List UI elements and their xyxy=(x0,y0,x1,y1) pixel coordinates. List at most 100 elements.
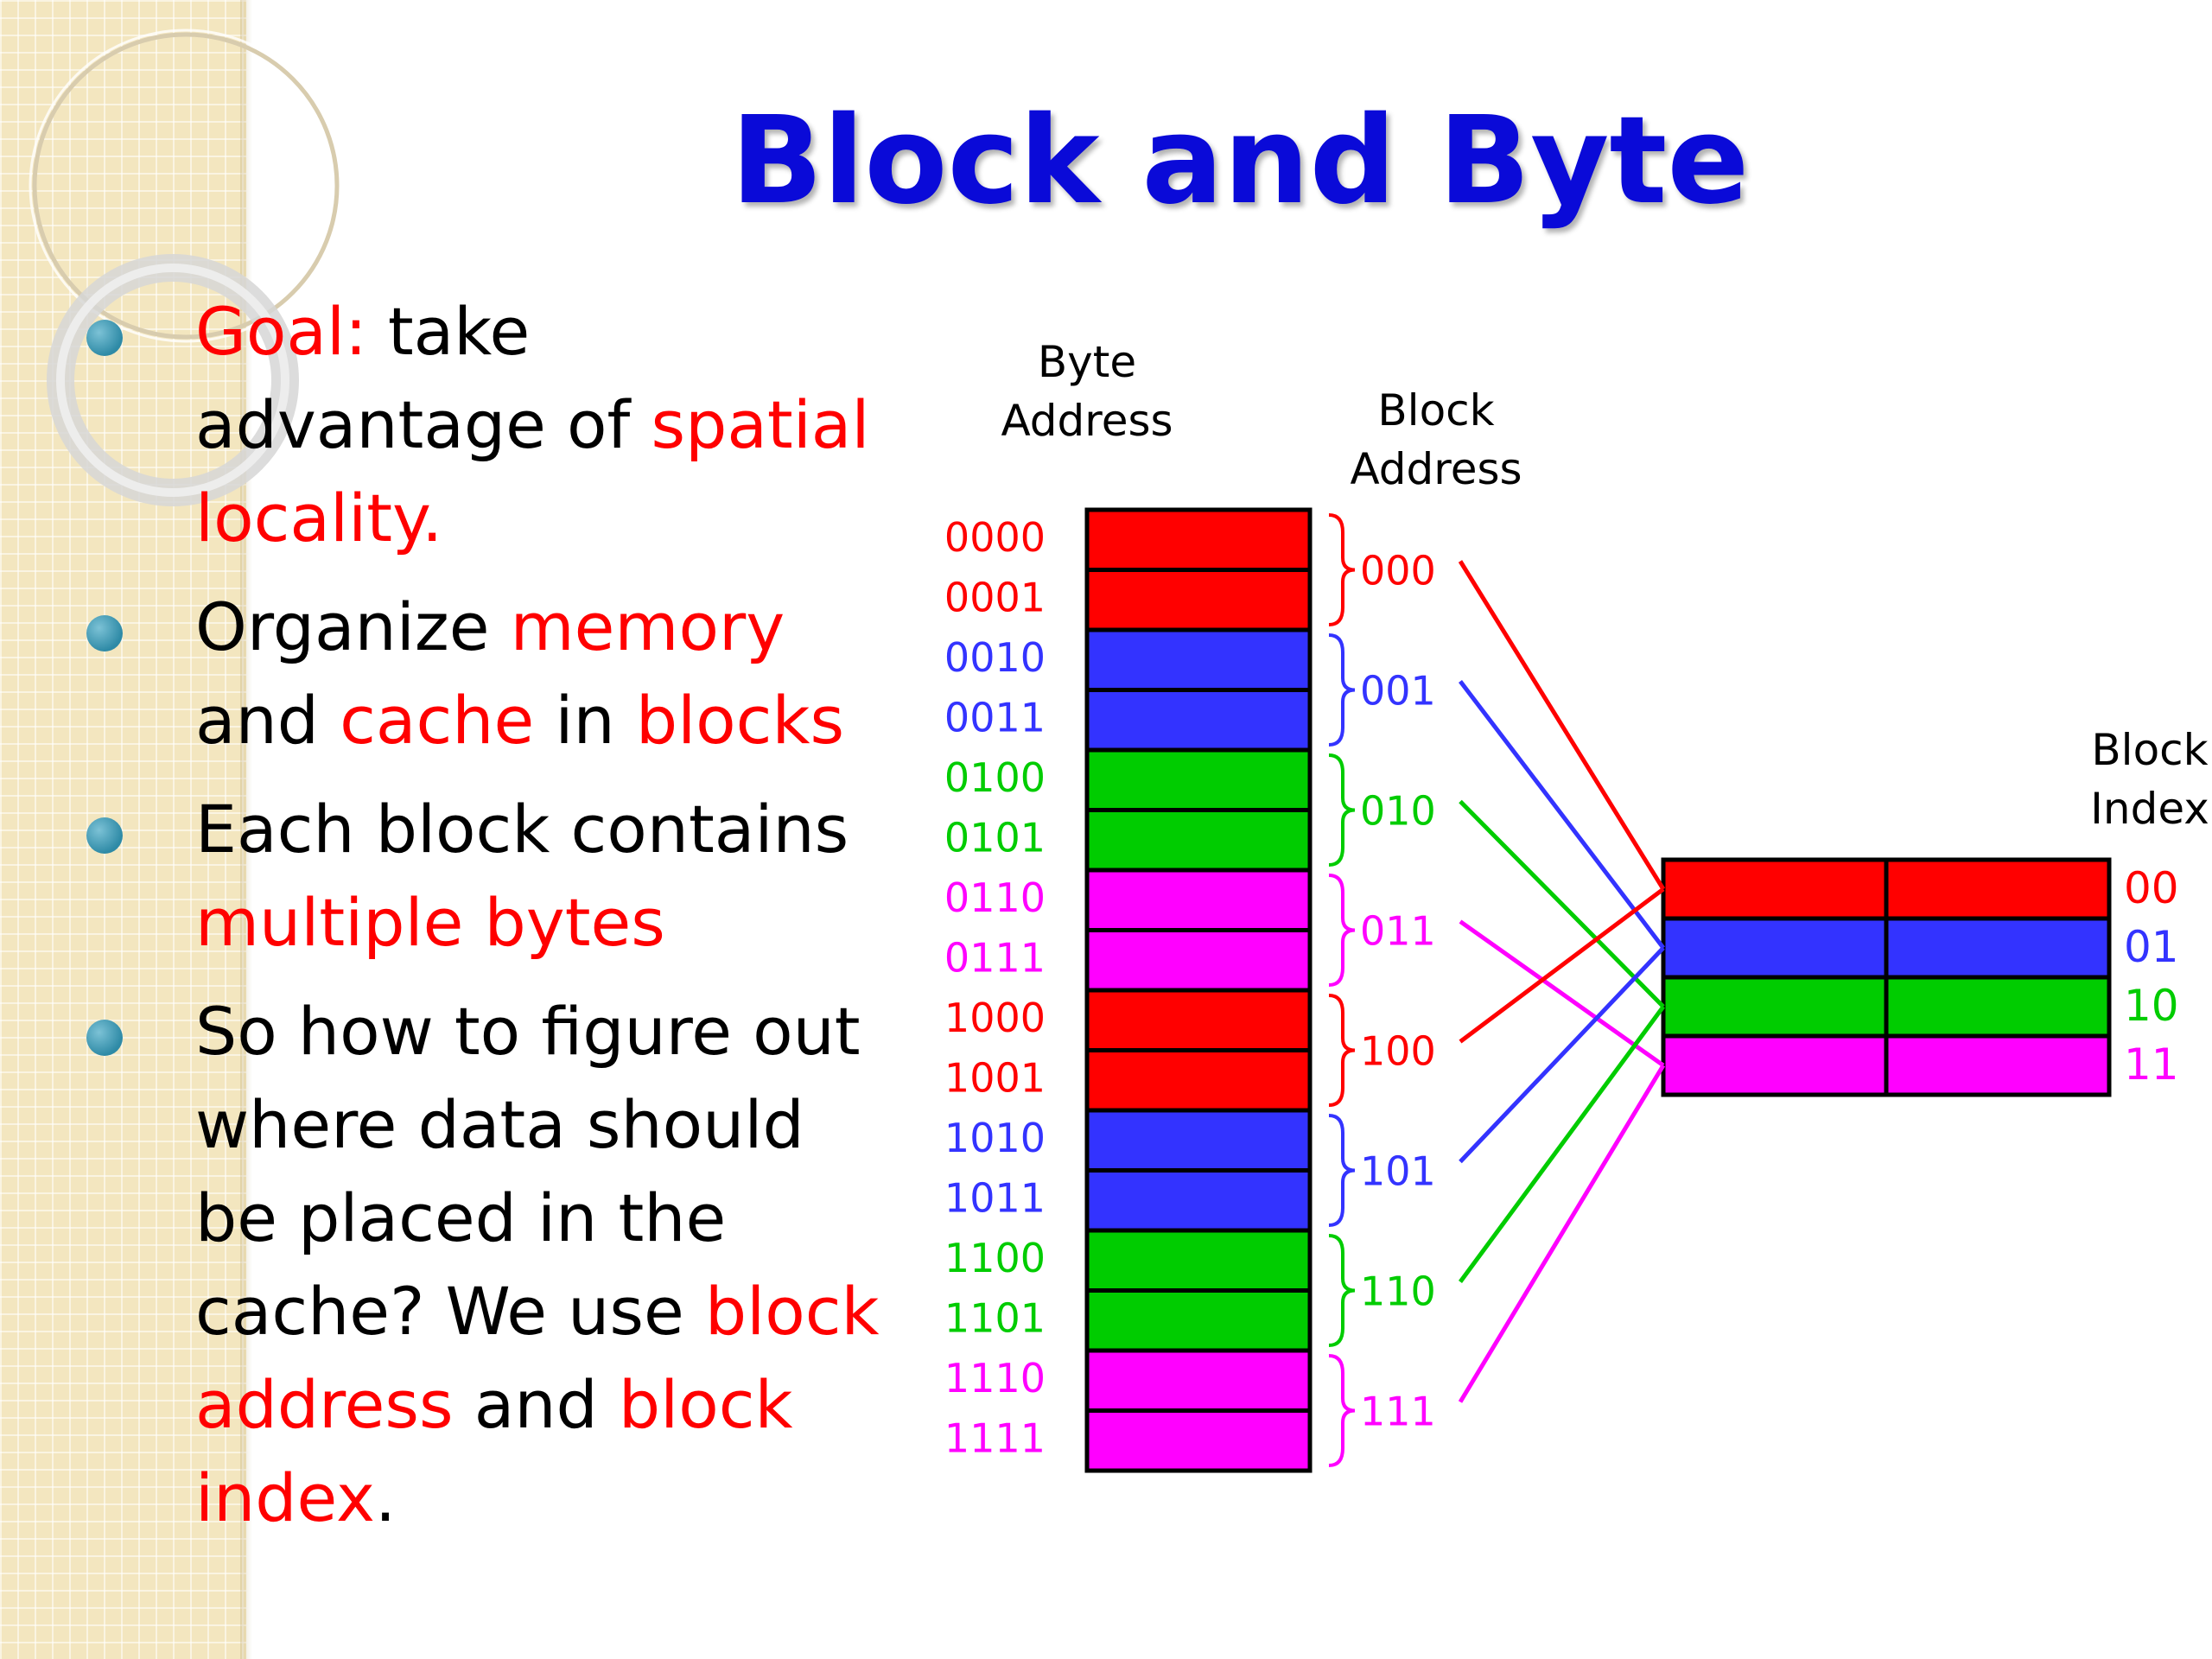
brace xyxy=(1328,1234,1356,1347)
block-address-value: 010 xyxy=(1360,788,1436,835)
brace xyxy=(1328,513,1356,626)
brace xyxy=(1328,1354,1356,1467)
mapping-line xyxy=(1458,560,1666,891)
highlight-text: spatial locality. xyxy=(195,386,870,556)
byte-address-value: 0011 xyxy=(944,695,1046,741)
bullet-dot-icon xyxy=(86,320,123,356)
bullet-dot-icon xyxy=(86,615,123,652)
slide-title: Block and Byte xyxy=(730,91,1750,232)
cache-cell xyxy=(1884,916,2112,980)
highlight-text: block address xyxy=(195,1273,880,1443)
byte-address-value: 1011 xyxy=(944,1175,1046,1222)
memory-byte-cell xyxy=(1084,1108,1313,1173)
memory-byte-cell xyxy=(1084,928,1313,993)
bullet-text: Organize xyxy=(195,588,511,665)
memory-byte-cell xyxy=(1084,747,1313,812)
bullet-item: Organize memory and cache in blocks xyxy=(86,581,899,767)
byte-address-value: 1000 xyxy=(944,995,1046,1041)
bullet-item: So how to figure out where data should b… xyxy=(86,985,899,1545)
memory-byte-cell xyxy=(1084,507,1313,572)
memory-byte-cell xyxy=(1084,627,1313,692)
byte-address-label: Address xyxy=(1001,396,1173,446)
bullet-text: Each block contains xyxy=(195,791,849,868)
bullet-item: Each block contains multiple bytes xyxy=(86,783,899,969)
memory-byte-cell xyxy=(1084,688,1313,753)
memory-byte-cell xyxy=(1084,1228,1313,1293)
block-address-value: 100 xyxy=(1360,1028,1436,1075)
memory-byte-cell xyxy=(1084,808,1313,873)
bullet-text: and xyxy=(453,1366,619,1443)
mapping-line xyxy=(1459,679,1665,950)
block-index-value: 11 xyxy=(2124,1039,2179,1090)
block-address-value: 111 xyxy=(1360,1389,1436,1435)
decorative-rings xyxy=(29,29,343,506)
byte-address-value: 1110 xyxy=(944,1355,1046,1402)
cache-cell xyxy=(1661,916,1889,980)
cache-cell xyxy=(1661,857,1889,921)
bullet-text: in xyxy=(534,682,636,759)
memory-byte-cell xyxy=(1084,1168,1313,1233)
byte-address-value: 0000 xyxy=(944,514,1046,561)
memory-byte-cell xyxy=(1084,1348,1313,1413)
memory-byte-cell xyxy=(1084,1408,1313,1473)
mapping-line xyxy=(1458,1005,1666,1283)
bullet-text: take advantage of xyxy=(195,293,652,463)
bullet-text: and xyxy=(195,682,340,759)
cache-cell xyxy=(1884,975,2112,1039)
block-index-value: 00 xyxy=(2124,863,2179,913)
memory-byte-cell xyxy=(1084,1048,1313,1113)
memory-byte-cell xyxy=(1084,868,1313,932)
brace xyxy=(1328,753,1356,867)
byte-address-value: 1100 xyxy=(944,1235,1046,1281)
mapping-line xyxy=(1459,799,1665,1008)
byte-address-label: Byte xyxy=(1038,337,1136,387)
byte-address-value: 1010 xyxy=(944,1115,1046,1161)
brace xyxy=(1328,994,1356,1107)
block-address-label: Block xyxy=(1377,385,1494,435)
block-address-label: Address xyxy=(1350,444,1522,494)
mapping-line xyxy=(1458,1064,1666,1403)
block-index-label: Index xyxy=(2090,784,2209,834)
block-address-value: 110 xyxy=(1360,1268,1436,1315)
highlight-text: block index xyxy=(195,1366,793,1536)
byte-address-value: 0100 xyxy=(944,754,1046,801)
highlight-text: Goal: xyxy=(195,293,367,370)
brace xyxy=(1328,874,1356,987)
cache-cell xyxy=(1884,1033,2112,1097)
bullet-dot-icon xyxy=(86,817,123,854)
byte-address-value: 1101 xyxy=(944,1295,1046,1342)
memory-byte-cell xyxy=(1084,988,1313,1052)
byte-address-value: 0101 xyxy=(944,815,1046,861)
byte-address-value: 0001 xyxy=(944,575,1046,621)
block-index-value: 01 xyxy=(2124,922,2179,972)
block-address-value: 000 xyxy=(1360,548,1436,594)
cache-cell xyxy=(1661,1033,1889,1097)
block-index-value: 10 xyxy=(2124,981,2179,1031)
bullet-list: Goal: take advantage of spatial locality… xyxy=(86,285,899,1560)
highlight-text: blocks xyxy=(635,682,845,759)
highlight-text: multiple bytes xyxy=(195,884,665,961)
block-address-value: 011 xyxy=(1360,908,1436,955)
cache-cell xyxy=(1884,857,2112,921)
highlight-text: memory xyxy=(510,588,785,665)
bullet-dot-icon xyxy=(86,1020,123,1056)
block-address-value: 001 xyxy=(1360,668,1436,715)
sidebar-edge xyxy=(240,0,252,1659)
cache-cell xyxy=(1661,975,1889,1039)
byte-address-value: 1111 xyxy=(944,1415,1046,1462)
brace xyxy=(1328,1114,1356,1227)
mapping-line xyxy=(1459,887,1665,1044)
bullet-item: Goal: take advantage of spatial locality… xyxy=(86,285,899,565)
memory-byte-cell xyxy=(1084,568,1313,632)
byte-address-value: 0110 xyxy=(944,874,1046,921)
memory-byte-cell xyxy=(1084,1288,1313,1353)
mapping-line xyxy=(1459,946,1665,1164)
mapping-line xyxy=(1459,919,1665,1068)
block-index-label: Block xyxy=(2091,725,2208,775)
byte-address-value: 0111 xyxy=(944,935,1046,982)
block-address-value: 101 xyxy=(1360,1148,1436,1195)
bullet-text: . xyxy=(374,1459,397,1536)
brace xyxy=(1328,633,1356,747)
byte-address-value: 1001 xyxy=(944,1055,1046,1102)
